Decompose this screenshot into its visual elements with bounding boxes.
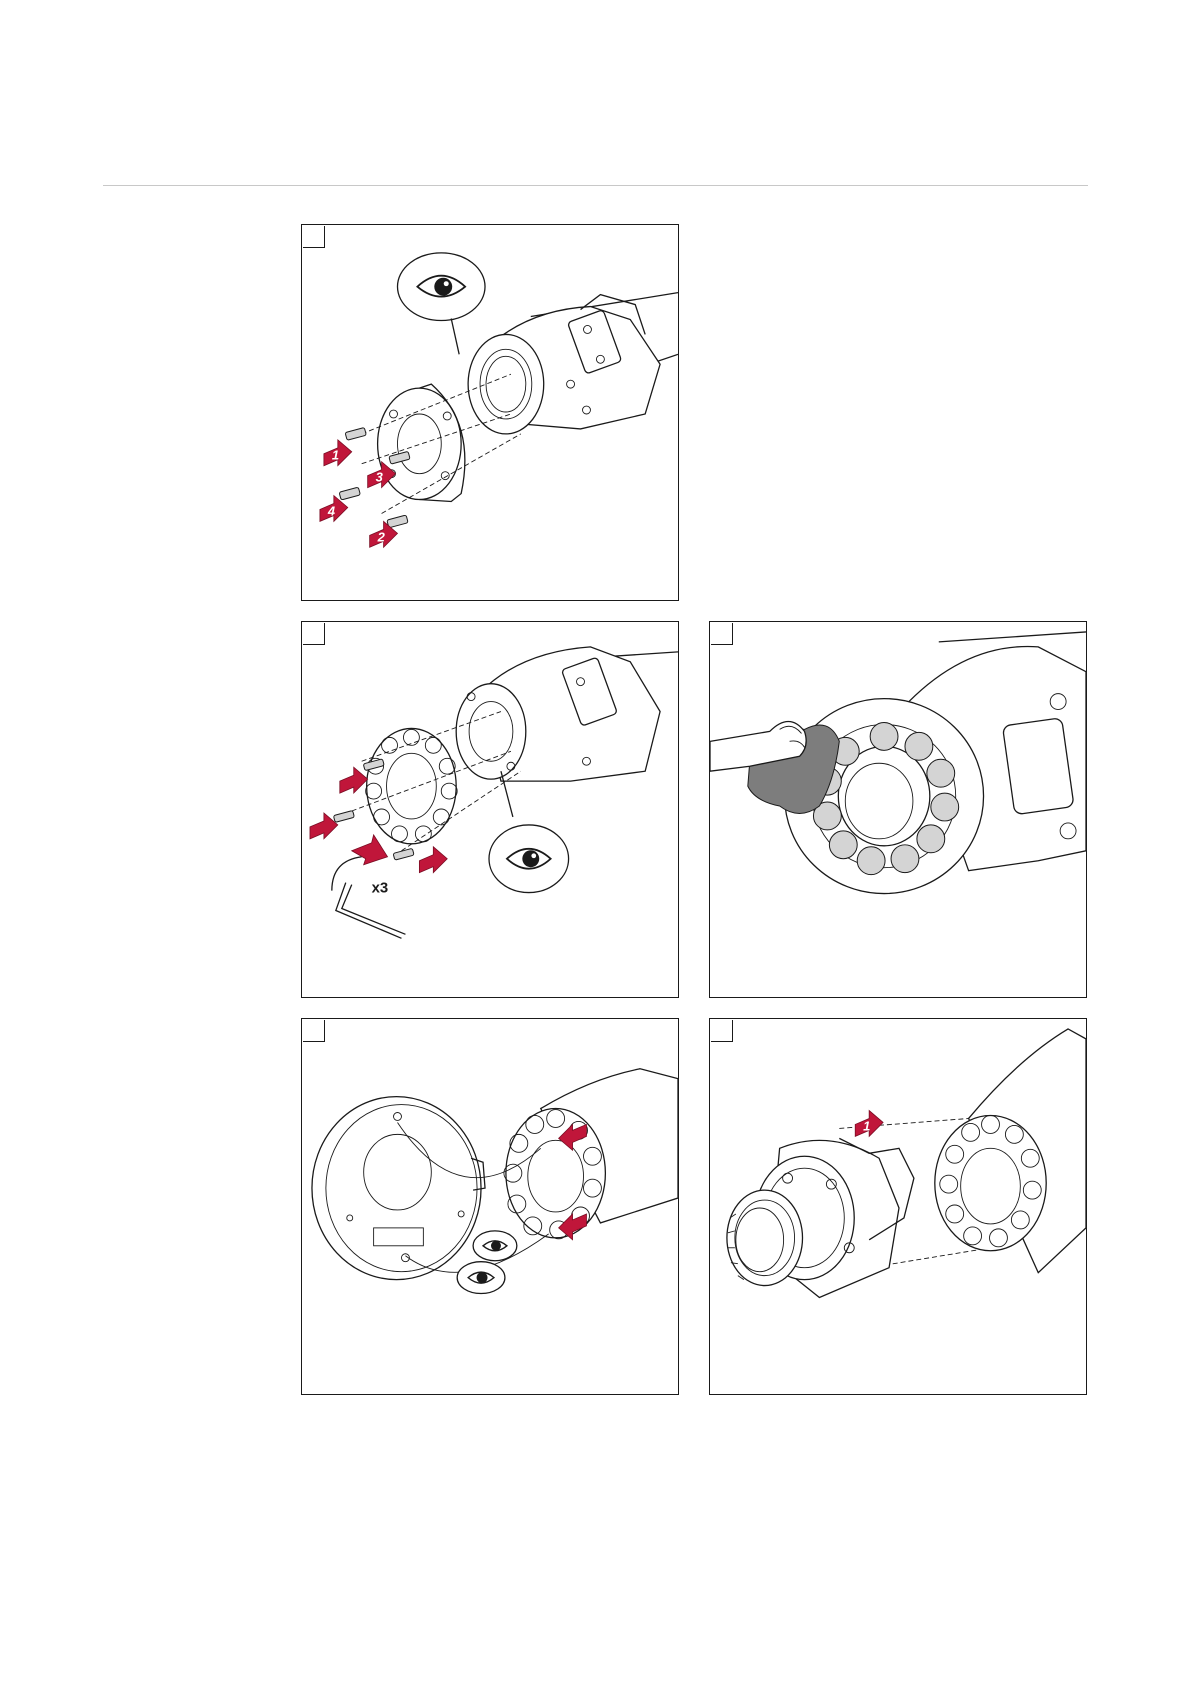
svg-text:4: 4 — [327, 503, 335, 518]
figure-panel-3 — [709, 621, 1087, 998]
rotation-arrow-icon — [352, 835, 388, 865]
red-arrow-icon — [340, 767, 368, 793]
svg-text:1: 1 — [863, 1118, 870, 1133]
eye-icon — [457, 1262, 505, 1294]
svg-text:3: 3 — [376, 470, 384, 485]
red-arrow-icon: 1 — [855, 1111, 883, 1137]
eye-icon — [397, 253, 485, 354]
figure-panel-2: x3 — [301, 621, 679, 998]
red-arrow-icon: 1 — [324, 440, 352, 466]
figure-panel-4 — [301, 1018, 679, 1395]
svg-text:1: 1 — [332, 448, 339, 463]
bearing-ring-illustration: x3 — [302, 622, 678, 997]
cover-alignment-illustration — [302, 1019, 678, 1394]
red-arrow-icon — [419, 847, 447, 873]
eye-icon — [489, 771, 569, 892]
header-rule — [103, 185, 1088, 186]
rotation-arrow-icon — [332, 857, 362, 891]
cleaning-illustration — [710, 622, 1086, 997]
mounting-flange-illustration: 1 2 3 4 — [302, 225, 678, 600]
multiplier-label: x3 — [372, 880, 389, 897]
figure-panel-1: 1 2 3 4 — [301, 224, 679, 601]
eye-icon — [473, 1231, 517, 1261]
figure-panel-5: 1 — [709, 1018, 1087, 1395]
svg-text:2: 2 — [377, 529, 386, 544]
coupling-assembly-illustration: 1 — [710, 1019, 1086, 1394]
hand-with-cloth-icon — [710, 721, 839, 813]
